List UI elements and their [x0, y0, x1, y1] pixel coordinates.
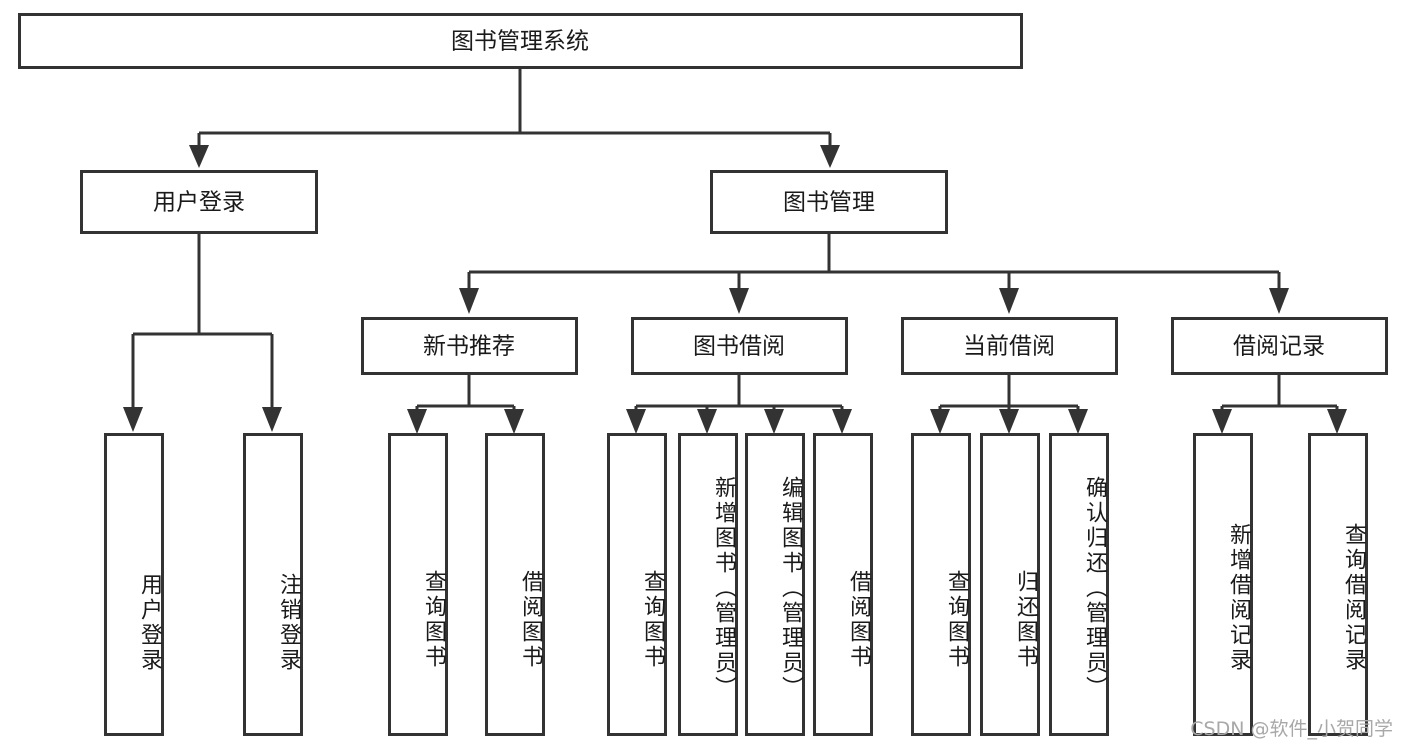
arrow-to-leaf-bb-4 — [832, 409, 852, 434]
arrow-to-leaf-br-1 — [1212, 409, 1232, 434]
leaf-label-cb-confirm: 确认归还（管理员） — [1082, 475, 1107, 701]
leaf-label-bb-borrow: 借阅图书 — [846, 570, 871, 670]
arrow-to-leaf-user-login — [123, 407, 143, 432]
leaf-box-cb-query[interactable] — [911, 433, 971, 736]
node-book-borrow[interactable]: 图书借阅 — [631, 317, 848, 375]
arrow-to-book-manage — [820, 145, 840, 168]
arrow-to-leaf-logout — [262, 407, 282, 432]
arrow-to-current-borrow — [999, 288, 1019, 314]
arrow-to-book-borrow — [729, 288, 749, 314]
leaf-label-cb-return: 归还图书 — [1013, 570, 1038, 670]
node-root-label: 图书管理系统 — [451, 29, 589, 55]
arrow-to-leaf-cb-2 — [999, 409, 1019, 434]
connector-root-to-level2 — [189, 67, 840, 168]
leaf-label-br-query: 查询借阅记录 — [1341, 522, 1366, 673]
node-borrow-record-label: 借阅记录 — [1233, 334, 1325, 360]
connector-book-manage-to-level3 — [459, 232, 1289, 314]
leaf-box-br-query[interactable] — [1308, 433, 1368, 736]
leaf-label-bb-edit: 编辑图书（管理员） — [778, 475, 803, 701]
node-new-book-recommend-box — [361, 317, 578, 375]
leaf-label-nbr-borrow: 借阅图书 — [518, 570, 543, 670]
leaf-label-bb-add: 新增图书（管理员） — [711, 475, 736, 701]
leaf-box-user-login[interactable] — [104, 433, 164, 736]
arrow-to-leaf-bb-1 — [626, 409, 646, 434]
leaf-box-br-add[interactable] — [1193, 433, 1253, 736]
connector-current-borrow-to-leaves — [930, 373, 1088, 434]
node-book-manage[interactable]: 图书管理 — [710, 170, 948, 234]
node-current-borrow-box — [901, 317, 1118, 375]
arrow-to-leaf-bb-2 — [697, 409, 717, 434]
node-current-borrow-label: 当前借阅 — [963, 334, 1055, 360]
node-user-login-label: 用户登录 — [153, 190, 245, 216]
node-root-box — [18, 13, 1023, 69]
leaf-box-bb-borrow[interactable] — [813, 433, 873, 736]
leaf-box-nbr-borrow[interactable] — [485, 433, 545, 736]
arrow-to-user-login — [189, 145, 209, 168]
arrow-to-leaf-nbr-1 — [407, 409, 427, 434]
arrow-to-leaf-cb-1 — [930, 409, 950, 434]
leaf-label-nbr-query: 查询图书 — [421, 570, 446, 670]
leaf-box-logout[interactable] — [243, 433, 303, 736]
arrow-to-leaf-bb-3 — [764, 409, 784, 434]
connector-new-book-recommend-to-leaves — [407, 373, 524, 434]
node-root[interactable]: 图书管理系统 — [18, 13, 1023, 69]
leaf-box-bb-add[interactable] — [678, 433, 738, 736]
leaf-label-user-login: 用户登录 — [137, 572, 162, 673]
leaf-box-bb-query[interactable] — [607, 433, 667, 736]
node-book-borrow-label: 图书借阅 — [693, 334, 785, 360]
leaf-boxes — [104, 433, 1368, 736]
leaf-box-bb-edit[interactable] — [745, 433, 805, 736]
csdn-watermark: CSDN @软件_小贺同学 — [1190, 718, 1393, 740]
connector-book-borrow-to-leaves — [626, 373, 852, 434]
leaf-label-bb-query: 查询图书 — [640, 570, 665, 670]
arrow-to-leaf-br-2 — [1327, 409, 1347, 434]
connector-borrow-record-to-leaves — [1212, 373, 1347, 434]
leaf-box-nbr-query[interactable] — [388, 433, 448, 736]
arrow-to-leaf-cb-3 — [1068, 409, 1088, 434]
node-book-manage-label: 图书管理 — [783, 190, 875, 216]
leaf-box-cb-return[interactable] — [980, 433, 1040, 736]
arrow-to-borrow-record — [1269, 288, 1289, 314]
leaf-label-cb-query: 查询图书 — [944, 570, 969, 670]
connector-user-login-to-leaves — [123, 232, 282, 432]
arrow-to-leaf-nbr-2 — [504, 409, 524, 434]
leaf-label-logout: 注销登录 — [276, 572, 301, 673]
node-new-book-recommend[interactable]: 新书推荐 — [361, 317, 578, 375]
arrow-to-new-book-recommend — [459, 288, 479, 314]
leaf-box-cb-confirm[interactable] — [1049, 433, 1109, 736]
node-new-book-recommend-label: 新书推荐 — [423, 334, 515, 360]
node-current-borrow[interactable]: 当前借阅 — [901, 317, 1118, 375]
leaf-label-br-add: 新增借阅记录 — [1226, 522, 1251, 673]
